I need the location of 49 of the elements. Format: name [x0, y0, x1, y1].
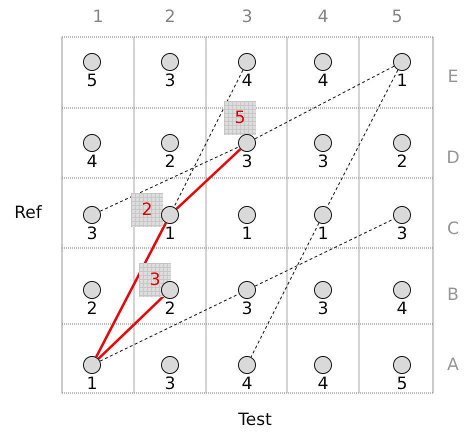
score-number: 3 [318, 299, 328, 319]
axis-label: E [448, 67, 458, 87]
step-badge: 5 [224, 101, 256, 135]
step-badge: 2 [131, 193, 163, 227]
score-number: 3 [396, 224, 408, 244]
score-number: 4 [242, 374, 252, 394]
score-number: 3 [164, 374, 176, 394]
axis-label: 1 [92, 7, 104, 27]
axis-label: A [447, 355, 459, 375]
score-number: 2 [86, 299, 98, 319]
score-number: 5 [396, 374, 408, 394]
score-number: 2 [164, 299, 176, 319]
score-number: 1 [164, 224, 176, 244]
axis-label: Test [238, 410, 272, 430]
dashed-connector [250, 222, 320, 358]
score-number: 1 [318, 224, 328, 244]
score-number: 4 [318, 374, 328, 394]
axis-label: 4 [318, 7, 328, 27]
connector-line [98, 295, 164, 360]
axis-label: Ref [14, 203, 42, 223]
score-number: 2 [396, 152, 408, 172]
dashed-connector [100, 146, 240, 212]
score-number: 3 [164, 71, 176, 91]
score-number: 4 [318, 71, 328, 91]
axis-label: 5 [392, 7, 402, 27]
axis-label: B [447, 285, 459, 305]
dashed-connector [174, 70, 244, 208]
score-number: 1 [86, 374, 98, 394]
score-number: 1 [396, 71, 408, 91]
axis-label: 3 [242, 7, 252, 27]
dashed-connector [254, 66, 395, 140]
axis-label: C [447, 219, 459, 239]
score-number: 3 [86, 224, 98, 244]
score-number: 4 [396, 299, 408, 319]
connector-line [95, 222, 167, 358]
dashed-connector [326, 70, 398, 208]
dashed-connector [100, 293, 240, 362]
connector-line [176, 148, 242, 210]
score-number: 3 [318, 152, 328, 172]
score-number: 5 [86, 71, 98, 91]
score-number: 2 [164, 152, 176, 172]
score-number: 3 [242, 299, 252, 319]
score-number: 1 [242, 224, 252, 244]
score-number: 4 [242, 71, 252, 91]
axis-label: 2 [164, 7, 176, 27]
score-number: 4 [86, 152, 98, 172]
axis-label: D [446, 148, 460, 168]
score-number: 3 [242, 152, 252, 172]
dashed-connector [254, 218, 394, 287]
